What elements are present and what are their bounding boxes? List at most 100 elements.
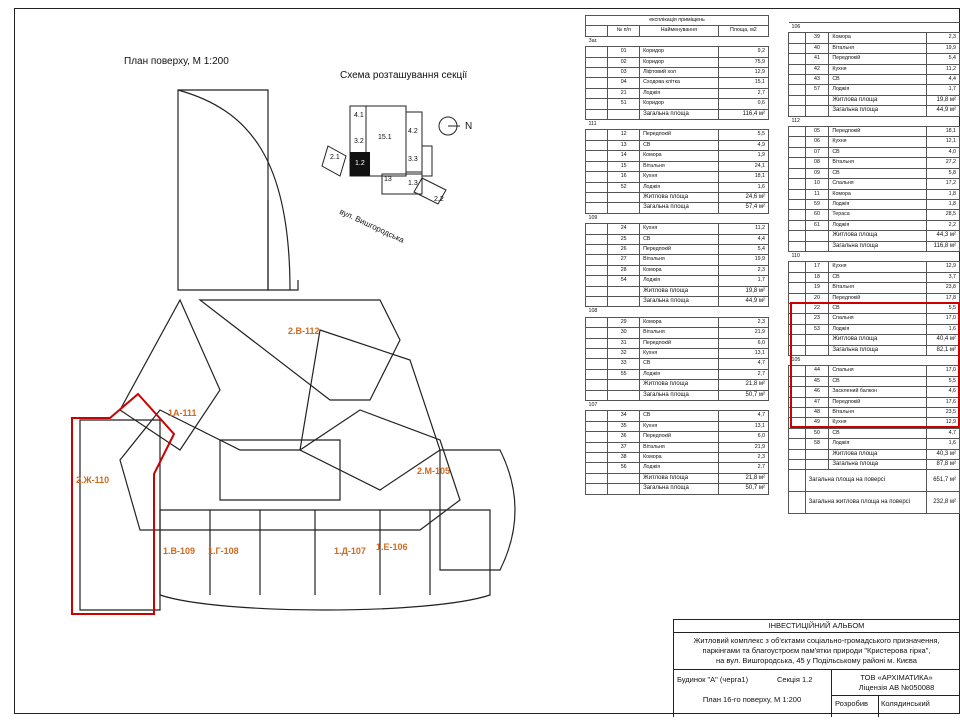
row-spacer xyxy=(788,230,806,242)
total-value: 21,8 м² xyxy=(717,379,770,391)
total-value: 44,9 м² xyxy=(925,105,960,117)
room-name: Вітальня xyxy=(639,327,719,339)
total-label: Житлова площа xyxy=(828,448,927,461)
room-number: 41 xyxy=(804,53,830,65)
row-spacer xyxy=(607,483,641,495)
row-spacer xyxy=(584,347,609,360)
total-value: 24,6 м² xyxy=(717,191,770,204)
room-name: Лоджія xyxy=(828,84,927,96)
room-name: СВ xyxy=(639,139,719,152)
room-number: 02 xyxy=(607,56,641,69)
scheme-section: 2.1 xyxy=(330,154,340,161)
row-spacer xyxy=(788,178,806,190)
title-block: ІНВЕСТИЦІЙНИЙ АЛЬБОМ Житловий комплекс з… xyxy=(673,619,960,717)
total-label: Загальна площа xyxy=(639,389,719,402)
room-name: Кухня xyxy=(639,223,719,235)
room-area: 2,3 xyxy=(717,316,770,329)
room-area: 19,9 xyxy=(925,42,960,55)
row-spacer xyxy=(788,146,806,159)
row-spacer xyxy=(788,63,806,76)
total-value: 19,8 м² xyxy=(717,285,770,297)
row-spacer xyxy=(584,254,609,266)
role-label: Розробив xyxy=(835,699,869,708)
row-spacer xyxy=(788,240,806,252)
row-spacer xyxy=(788,459,806,471)
room-number: 50 xyxy=(804,427,830,440)
room-number: 13 xyxy=(607,139,641,152)
room-area: 6,0 xyxy=(717,431,770,443)
room-number: 31 xyxy=(607,337,641,350)
total-label: Загальна площа xyxy=(828,240,927,252)
room-name: Комора xyxy=(639,150,719,162)
row-spacer xyxy=(584,285,609,297)
group-id: 109 xyxy=(585,212,608,225)
row-spacer xyxy=(788,105,806,117)
room-number: 21 xyxy=(607,87,641,100)
room-area: 1,8 xyxy=(925,198,960,211)
row-spacer xyxy=(607,389,641,402)
unit-label: 1.Г-108 xyxy=(208,546,239,556)
row-spacer xyxy=(584,441,609,454)
row-spacer xyxy=(788,282,806,294)
room-area: 24,1 xyxy=(717,160,770,173)
total-value: 44,3 м² xyxy=(925,230,960,242)
group-spacer xyxy=(805,115,960,128)
room-name: Лоджія xyxy=(639,181,719,193)
row-spacer xyxy=(584,129,609,141)
room-area: 28,5 xyxy=(925,209,960,221)
group-spacer xyxy=(607,306,769,318)
total-value: 57,4 м² xyxy=(717,202,770,214)
room-area: 1,6 xyxy=(925,438,960,450)
room-name: Передпокій xyxy=(639,431,719,443)
room-area: 1,6 xyxy=(717,181,770,193)
site-scheme xyxy=(321,105,460,205)
room-name: Лоджія xyxy=(639,462,719,474)
room-number: 12 xyxy=(607,129,641,141)
room-number: 51 xyxy=(607,98,641,110)
unit-label: 1.Е-106 xyxy=(376,542,408,552)
room-area: 15,1 xyxy=(717,77,770,89)
room-number: 15 xyxy=(607,160,641,173)
building-label: Будинок "А" (черга1) xyxy=(677,675,749,684)
room-name: Вітальня xyxy=(828,157,927,169)
row-spacer xyxy=(584,264,609,277)
room-number: 11 xyxy=(804,188,830,200)
group-spacer xyxy=(805,21,960,34)
sheet-title: План 16-го поверху, М 1:200 xyxy=(702,695,802,704)
row-spacer xyxy=(788,42,806,55)
room-number: 34 xyxy=(607,410,641,422)
room-area: 18,1 xyxy=(925,126,960,138)
row-spacer xyxy=(584,316,609,329)
row-spacer xyxy=(607,472,641,485)
room-number: 54 xyxy=(607,275,641,287)
total-label: Житлова площа xyxy=(639,379,719,391)
row-spacer xyxy=(584,98,609,110)
row-spacer xyxy=(584,389,609,402)
company-name: ТОВ «АРХІМАТИКА» xyxy=(860,673,933,682)
room-area: 75,9 xyxy=(717,56,770,69)
room-number: 30 xyxy=(607,327,641,339)
room-name: Комора xyxy=(639,452,719,464)
room-number: 14 xyxy=(607,150,641,162)
group-id: Заг. xyxy=(585,35,608,48)
